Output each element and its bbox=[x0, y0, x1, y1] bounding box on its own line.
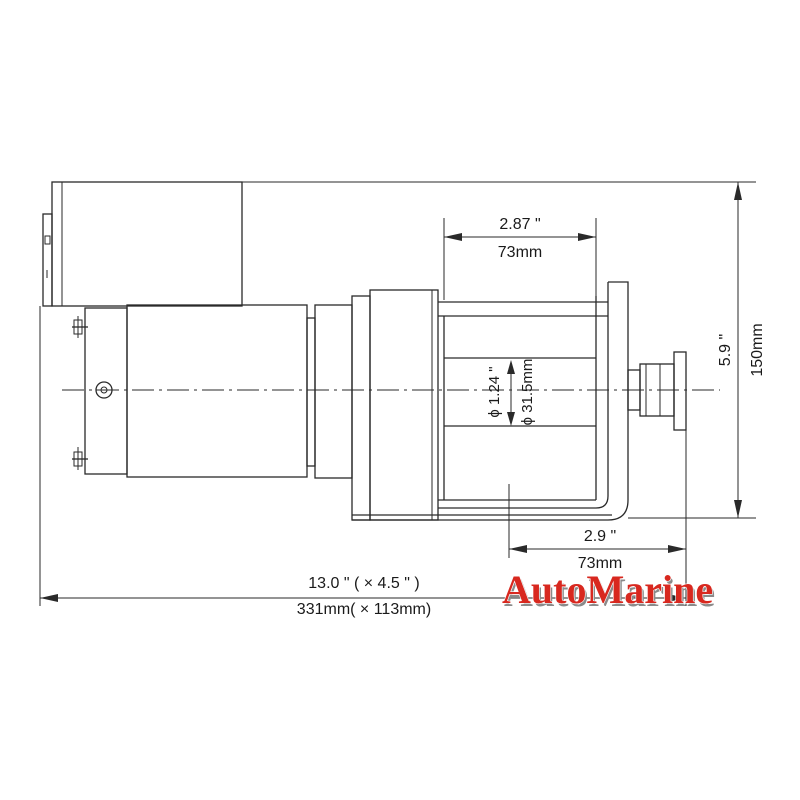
height-mm: 150mm bbox=[749, 323, 766, 376]
frame-width-in: 2.9 " bbox=[584, 528, 616, 545]
drum-width-mm: 73mm bbox=[498, 244, 542, 261]
total-length-in: 13.0 " ( × 4.5 " ) bbox=[308, 575, 419, 592]
automarine-logo: AutoMarine AutoMarine bbox=[501, 566, 715, 615]
frame-width-mm: 73mm bbox=[578, 555, 622, 572]
dim-drum-diameter: ϕ 1.24 " ϕ 31.5mm bbox=[486, 359, 536, 426]
bolt-bottom bbox=[72, 447, 88, 470]
bolt-top bbox=[72, 316, 88, 338]
total-length-mm: 331mm( × 113mm) bbox=[297, 601, 431, 618]
dim-total-length: 13.0 " ( × 4.5 " ) 331mm( × 113mm) bbox=[40, 575, 686, 618]
extension-lines bbox=[39, 181, 756, 606]
logo-text: AutoMarine bbox=[502, 567, 713, 612]
drum bbox=[443, 296, 597, 500]
drum-dia-mm: ϕ 31.5mm bbox=[519, 359, 536, 426]
motor bbox=[72, 304, 353, 479]
dim-height: 5.9 " 150mm bbox=[717, 182, 766, 518]
control-box bbox=[42, 181, 243, 307]
clutch-knob bbox=[627, 351, 687, 431]
drum-dia-in: ϕ 1.24 " bbox=[486, 366, 503, 417]
dim-frame-width: 2.9 " 73mm bbox=[509, 528, 686, 572]
dim-drum-width: 2.87 " 73mm bbox=[444, 216, 596, 261]
drum-width-in: 2.87 " bbox=[499, 216, 540, 233]
svg-text:AutoMarine: AutoMarine bbox=[504, 570, 715, 615]
gear-housing bbox=[351, 289, 439, 521]
drum-frame bbox=[352, 281, 629, 521]
height-in: 5.9 " bbox=[717, 334, 734, 366]
